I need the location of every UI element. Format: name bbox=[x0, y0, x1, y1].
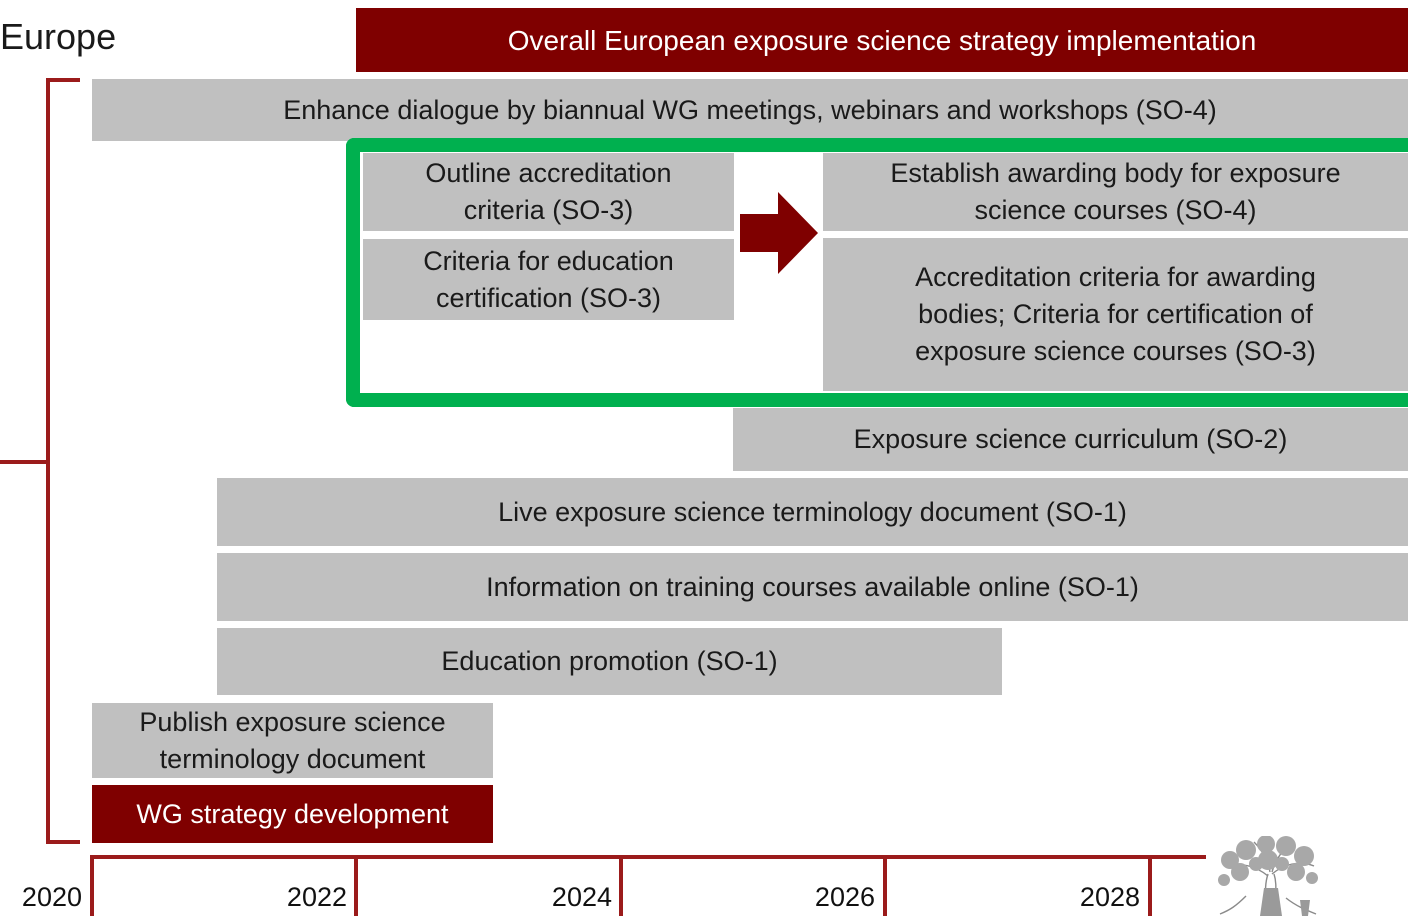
accreditation-highlight-frame bbox=[346, 138, 1408, 407]
tick-label-2020: 2020 bbox=[21, 882, 82, 912]
tick-label-2022: 2022 bbox=[286, 882, 347, 912]
tick-2024 bbox=[619, 855, 623, 916]
tick-2026 bbox=[883, 855, 887, 916]
live-terminology-bar: Live exposure science terminology docume… bbox=[217, 478, 1408, 546]
training-info-bar: Information on training courses availabl… bbox=[217, 553, 1408, 621]
bracket-stub bbox=[0, 460, 48, 464]
outline-accreditation-bar: Outline accreditation criteria (SO-3) bbox=[363, 153, 734, 231]
tick-2022 bbox=[354, 855, 358, 916]
right-arrow-icon bbox=[740, 192, 818, 274]
tick-label-2024: 2024 bbox=[551, 882, 612, 912]
tick-2020 bbox=[90, 855, 94, 916]
curriculum-bar: Exposure science curriculum (SO-2) bbox=[733, 408, 1408, 471]
tick-label-2028: 2028 bbox=[1079, 882, 1140, 912]
accreditation-criteria-bar: Accreditation criteria for awarding bodi… bbox=[823, 238, 1408, 391]
tick-2028 bbox=[1148, 855, 1152, 916]
timeline-bracket bbox=[46, 78, 80, 844]
criteria-education-bar: Criteria for education certification (SO… bbox=[363, 239, 734, 320]
tick-label-2026: 2026 bbox=[814, 882, 875, 912]
wg-strategy-bar: WG strategy development bbox=[92, 785, 493, 843]
region-label: Europe bbox=[0, 16, 117, 57]
awarding-body-bar: Establish awarding body for exposure sci… bbox=[823, 153, 1408, 231]
timeline-axis bbox=[90, 855, 1206, 859]
education-promotion-bar: Education promotion (SO-1) bbox=[217, 628, 1002, 695]
overall-strategy-bar: Overall European exposure science strate… bbox=[356, 8, 1408, 72]
tree-logo-icon bbox=[1218, 836, 1318, 916]
dialogue-bar: Enhance dialogue by biannual WG meetings… bbox=[92, 79, 1408, 141]
publish-terminology-bar: Publish exposure science terminology doc… bbox=[92, 703, 493, 778]
